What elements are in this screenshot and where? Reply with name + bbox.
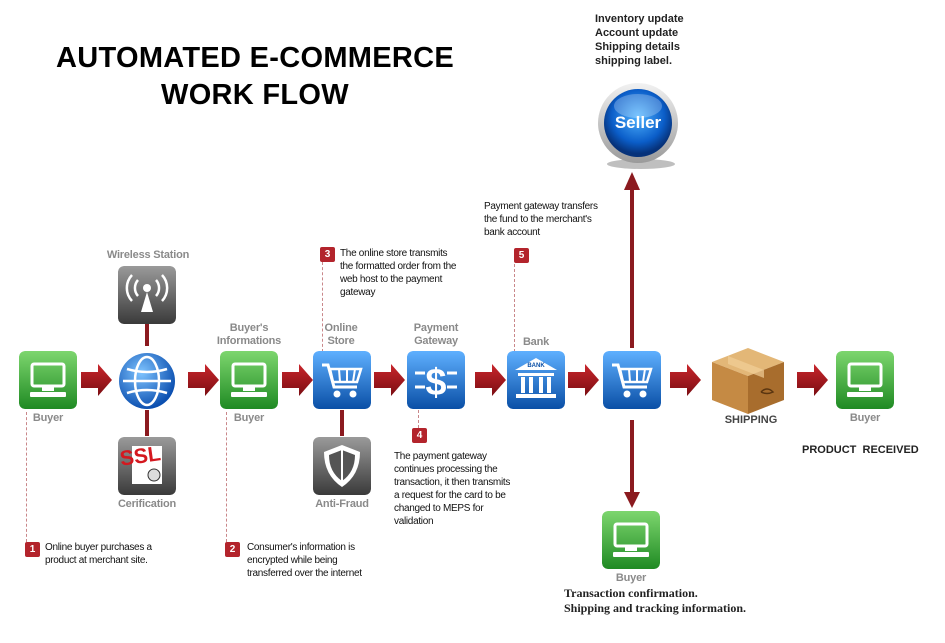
- buyer-final-monitor-icon: [836, 351, 894, 409]
- anti-fraud-shield-icon: [313, 437, 371, 495]
- shipping-label: SHIPPING: [724, 414, 778, 426]
- online-store-cart-icon: [313, 351, 371, 409]
- certification-label: Cerification: [117, 498, 177, 510]
- step-3-note: The online store transmits the formatted…: [340, 248, 457, 298]
- step-3-badge: 3: [320, 247, 335, 262]
- dash-step-1: [26, 412, 27, 542]
- dash-step-4: [418, 410, 419, 428]
- buyer-bottom-label: Buyer: [615, 572, 647, 584]
- seller-note: Inventory update Account update Shipping…: [595, 13, 684, 67]
- payment-gateway-dollar-icon: $: [407, 351, 465, 409]
- merchant-cart-icon: [603, 351, 661, 409]
- dash-step-5: [514, 264, 515, 352]
- dash-step-2: [226, 412, 227, 542]
- buyer-1-monitor-icon: [19, 351, 77, 409]
- shipping-box-icon: [706, 342, 790, 416]
- bank-sign-text: BANK: [527, 363, 545, 369]
- buyer-1-label: Buyer: [32, 412, 64, 424]
- svg-text:$: $: [425, 362, 446, 404]
- step-1-note: Online buyer purchases a product at merc…: [45, 542, 152, 566]
- online-store-label: Online Store: [324, 322, 358, 347]
- page-title: AUTOMATED E-COMMERCE WORK FLOW: [30, 40, 480, 114]
- step-2-note: Consumer's information is encrypted whil…: [247, 542, 362, 579]
- bottom-note: Transaction confirmation. Shipping and t…: [564, 586, 747, 615]
- buyer-info-label: Buyer's Informations: [216, 322, 282, 347]
- dash-step-3: [322, 262, 323, 352]
- bank-transfer-note: Payment gateway transfers the fund to th…: [484, 201, 598, 238]
- bank-label: Bank: [522, 336, 550, 348]
- step-4-badge: 4: [412, 428, 427, 443]
- step-2-badge: 2: [225, 542, 240, 557]
- anti-fraud-label: Anti-Fraud: [315, 498, 369, 510]
- title-line-2: WORK FLOW: [161, 79, 349, 111]
- product-received-label: PRODUCT RECEIVED: [802, 444, 919, 456]
- buyer-bottom-monitor-icon: [602, 511, 660, 569]
- step-1-badge: 1: [25, 542, 40, 557]
- step-5-badge: 5: [514, 248, 529, 263]
- title-line-1: AUTOMATED E-COMMERCE: [55, 42, 455, 74]
- buyer-2-label: Buyer: [233, 412, 265, 424]
- seller-label: Seller: [614, 113, 662, 132]
- wireless-label: Wireless Station: [106, 249, 190, 261]
- buyer-final-label: Buyer: [849, 412, 881, 424]
- payment-gateway-label: Payment Gateway: [413, 322, 459, 347]
- bank-building-icon: BANK: [507, 351, 565, 409]
- wireless-antenna-icon: [118, 266, 176, 324]
- step-4-note: The payment gateway continues processing…: [394, 451, 511, 527]
- globe-icon: [117, 351, 177, 411]
- ssl-certificate-icon: SSL: [118, 437, 176, 495]
- buyer-2-monitor-icon: [220, 351, 278, 409]
- seller-orb: Seller: [596, 82, 686, 172]
